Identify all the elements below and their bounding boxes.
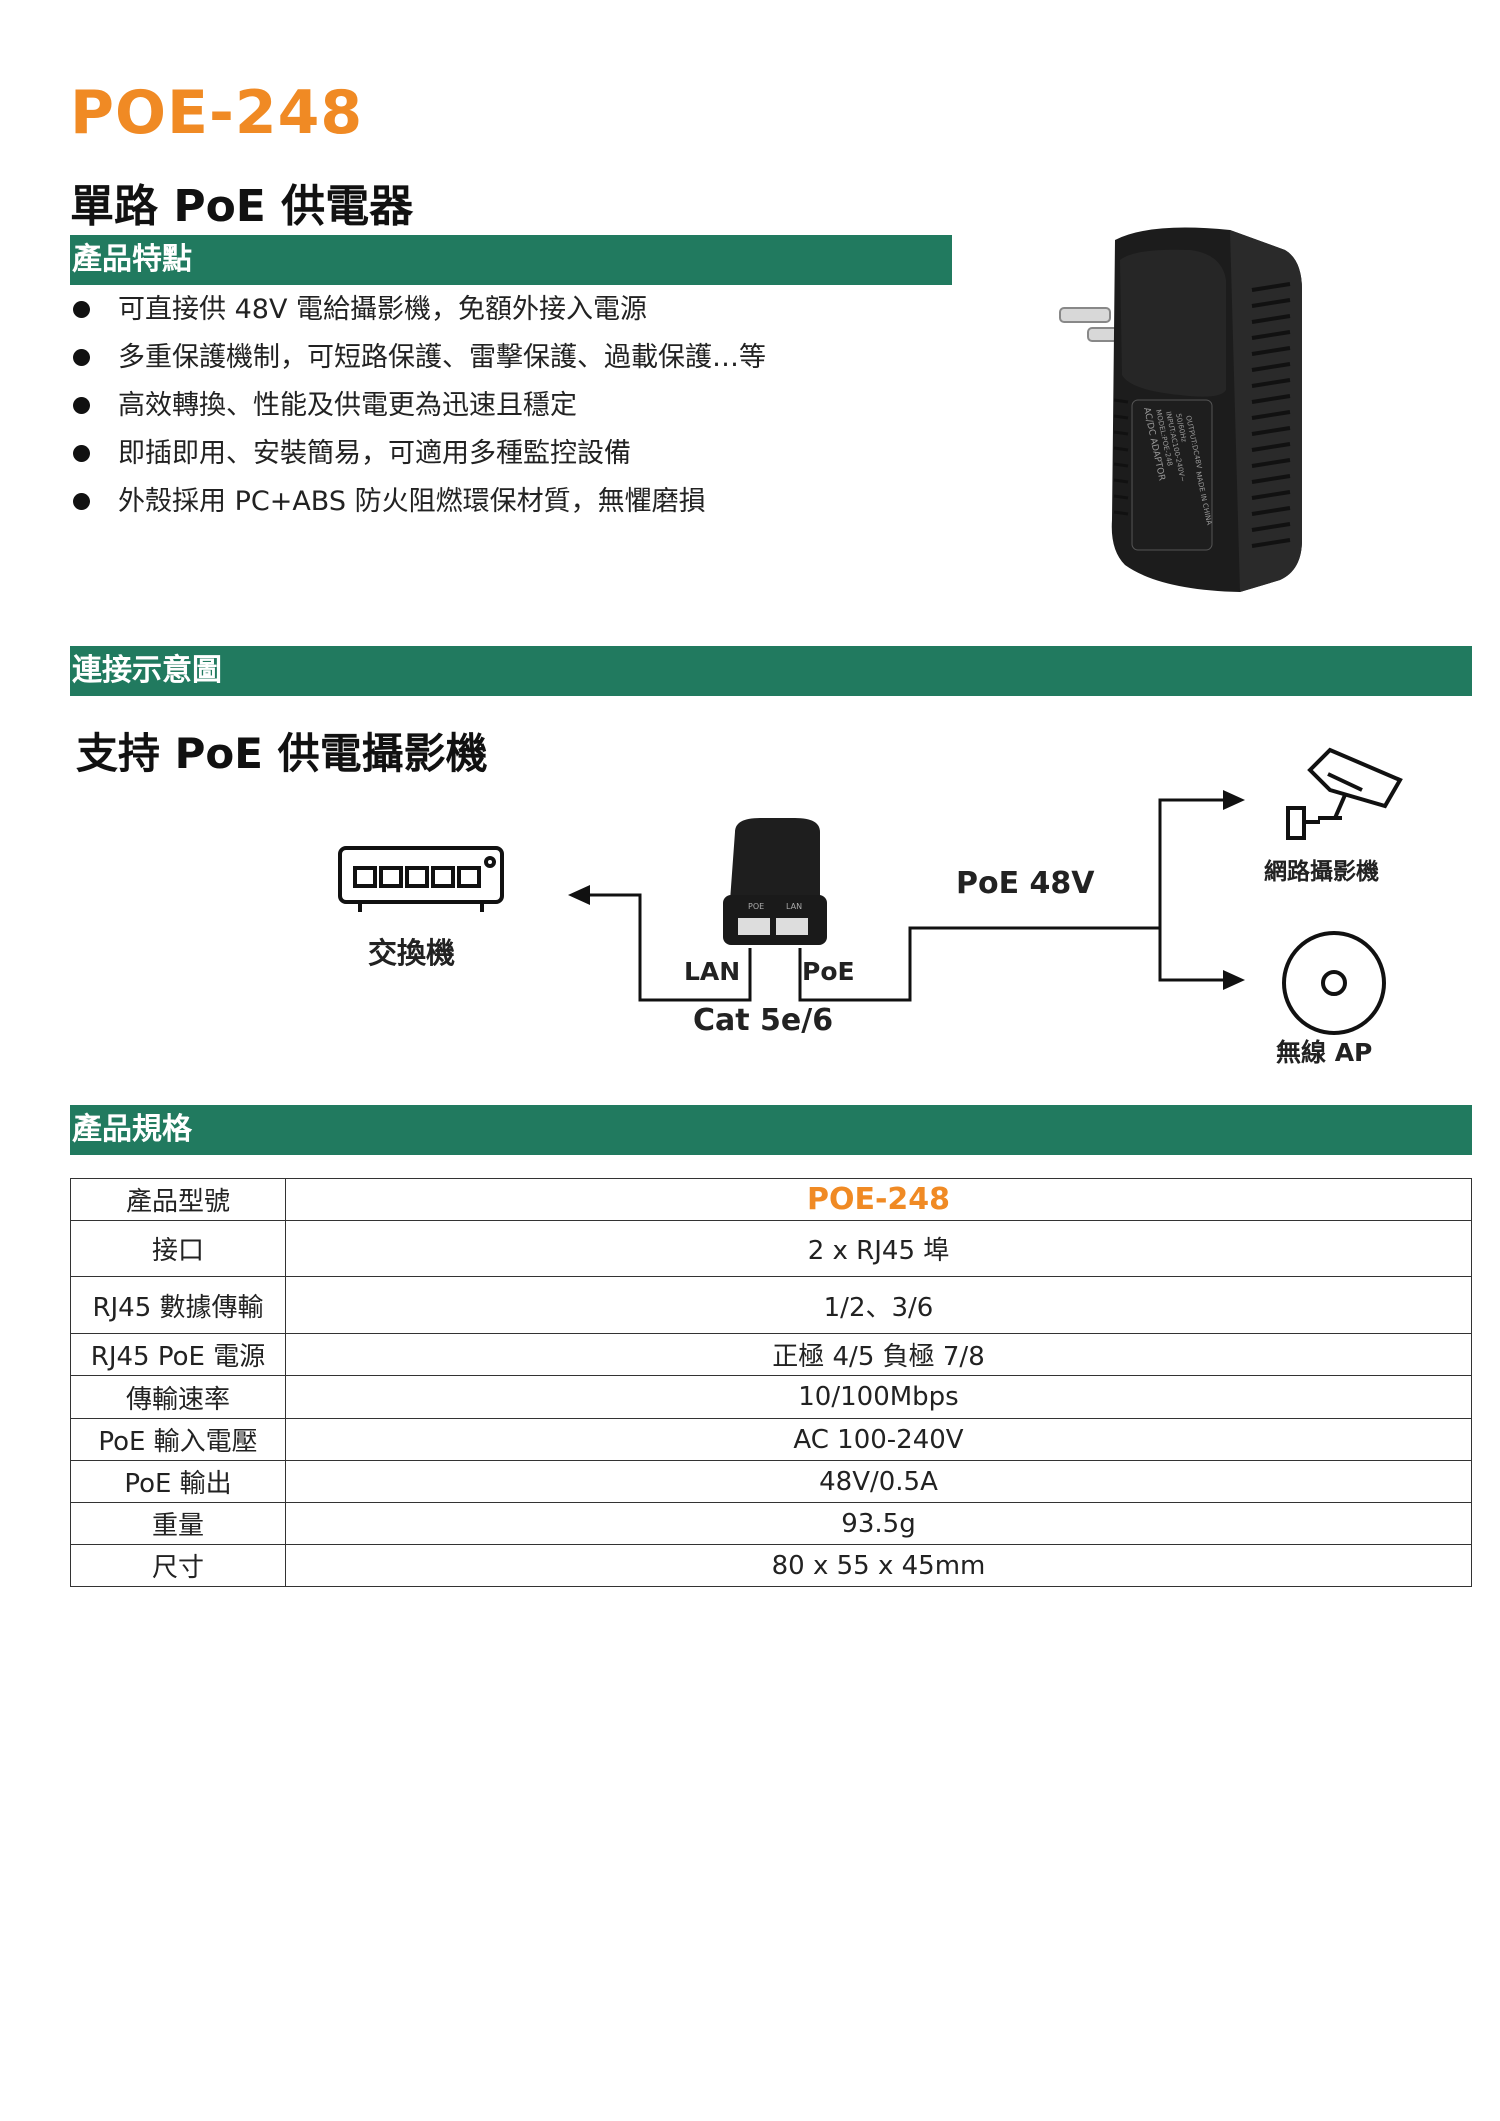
table-row: RJ45 PoE 電源 正極 4/5 負極 7/8 <box>70 1333 1472 1376</box>
bullet-icon <box>73 493 90 510</box>
spec-value: 80 x 55 x 45mm <box>285 1544 1472 1587</box>
cable-type-label: Cat 5e/6 <box>693 1003 834 1038</box>
feature-item: 外殼採用 PC+ABS 防火阻燃環保材質，無懼磨損 <box>70 482 766 530</box>
spec-label: 傳輸速率 <box>70 1375 286 1419</box>
arrow-icons <box>568 790 1245 990</box>
spec-label: PoE 輸出 <box>70 1460 286 1503</box>
table-row: PoE 輸入電壓 AC 100-240V <box>70 1418 1472 1461</box>
table-row: 接口 2 x RJ45 埠 <box>70 1220 1472 1277</box>
camera-label: 網路攝影機 <box>1264 859 1379 885</box>
feature-item: 多重保護機制，可短路保護、雷擊保護、過載保護…等 <box>70 338 766 386</box>
spec-value: 48V/0.5A <box>285 1460 1472 1503</box>
spec-table: 產品型號 POE-248 接口 2 x RJ45 埠 RJ45 數據傳輸 1/2… <box>70 1178 1472 1587</box>
spec-label: RJ45 PoE 電源 <box>70 1333 286 1376</box>
spec-value: 2 x RJ45 埠 <box>285 1220 1472 1277</box>
table-row: 重量 93.5g <box>70 1502 1472 1545</box>
adapter-product-image: AC/DC ADAPTOR MODEL:POE-248 INPUT:AC100-… <box>1059 227 1302 593</box>
spec-label: RJ45 數據傳輸 <box>70 1276 286 1334</box>
feature-item: 可直接供 48V 電給攝影機，免額外接入電源 <box>70 290 766 338</box>
injector-port-label: LAN <box>786 902 802 911</box>
switch-label: 交換機 <box>368 936 456 970</box>
table-row: 傳輸速率 10/100Mbps <box>70 1375 1472 1419</box>
table-row: 尺寸 80 x 55 x 45mm <box>70 1544 1472 1587</box>
features-section-title: 產品特點 <box>70 235 952 285</box>
table-row: RJ45 數據傳輸 1/2、3/6 <box>70 1276 1472 1334</box>
spec-label: PoE 輸入電壓 <box>70 1418 286 1461</box>
connection-section-title: 連接示意圖 <box>70 646 1472 696</box>
bullet-icon <box>73 445 90 462</box>
poe-port-label: PoE <box>802 957 855 986</box>
connection-diagram: POE LAN <box>338 747 1403 1035</box>
feature-list: 可直接供 48V 電給攝影機，免額外接入電源 多重保護機制，可短路保護、雷擊保護… <box>70 290 766 530</box>
feature-text: 可直接供 48V 電給攝影機，免額外接入電源 <box>118 294 647 325</box>
feature-text: 高效轉換、性能及供電更為迅速且穩定 <box>118 390 577 421</box>
spec-label: 產品型號 <box>70 1178 286 1221</box>
specs-section-title: 產品規格 <box>70 1105 1472 1155</box>
feature-item: 高效轉換、性能及供電更為迅速且穩定 <box>70 386 766 434</box>
feature-text: 外殼採用 PC+ABS 防火阻燃環保材質，無懼磨損 <box>118 486 706 517</box>
product-model-title: POE-248 <box>70 78 364 148</box>
poe-voltage-label: PoE 48V <box>956 866 1095 901</box>
spec-value: AC 100-240V <box>285 1418 1472 1461</box>
camera-icon <box>1286 747 1403 840</box>
table-row: 產品型號 POE-248 <box>70 1178 1472 1221</box>
spec-label: 尺寸 <box>70 1544 286 1587</box>
spec-label: 接口 <box>70 1220 286 1277</box>
switch-icon <box>338 846 504 912</box>
feature-text: 多重保護機制，可短路保護、雷擊保護、過載保護…等 <box>118 342 766 373</box>
spec-value: 93.5g <box>285 1502 1472 1545</box>
spec-value: 正極 4/5 負極 7/8 <box>285 1333 1472 1376</box>
wireless-ap-icon <box>1282 931 1386 1035</box>
connection-lines <box>582 798 1230 1002</box>
bullet-icon <box>73 301 90 318</box>
spec-value: POE-248 <box>285 1178 1472 1221</box>
diagram-heading: 支持 PoE 供電攝影機 <box>76 729 488 778</box>
lan-port-label: LAN <box>684 957 741 986</box>
feature-text: 即插即用、安裝簡易，可適用多種監控設備 <box>118 438 631 469</box>
bullet-icon <box>73 349 90 366</box>
spec-value: 1/2、3/6 <box>285 1276 1472 1334</box>
spec-value: 10/100Mbps <box>285 1375 1472 1419</box>
injector-port-label: POE <box>748 902 764 911</box>
table-row: PoE 輸出 48V/0.5A <box>70 1460 1472 1503</box>
feature-item: 即插即用、安裝簡易，可適用多種監控設備 <box>70 434 766 482</box>
product-subtitle: 單路 PoE 供電器 <box>70 181 414 232</box>
bullet-icon <box>73 397 90 414</box>
spec-label: 重量 <box>70 1502 286 1545</box>
wireless-ap-label: 無線 AP <box>1276 1038 1373 1067</box>
poe-injector-icon: POE LAN <box>723 818 827 945</box>
